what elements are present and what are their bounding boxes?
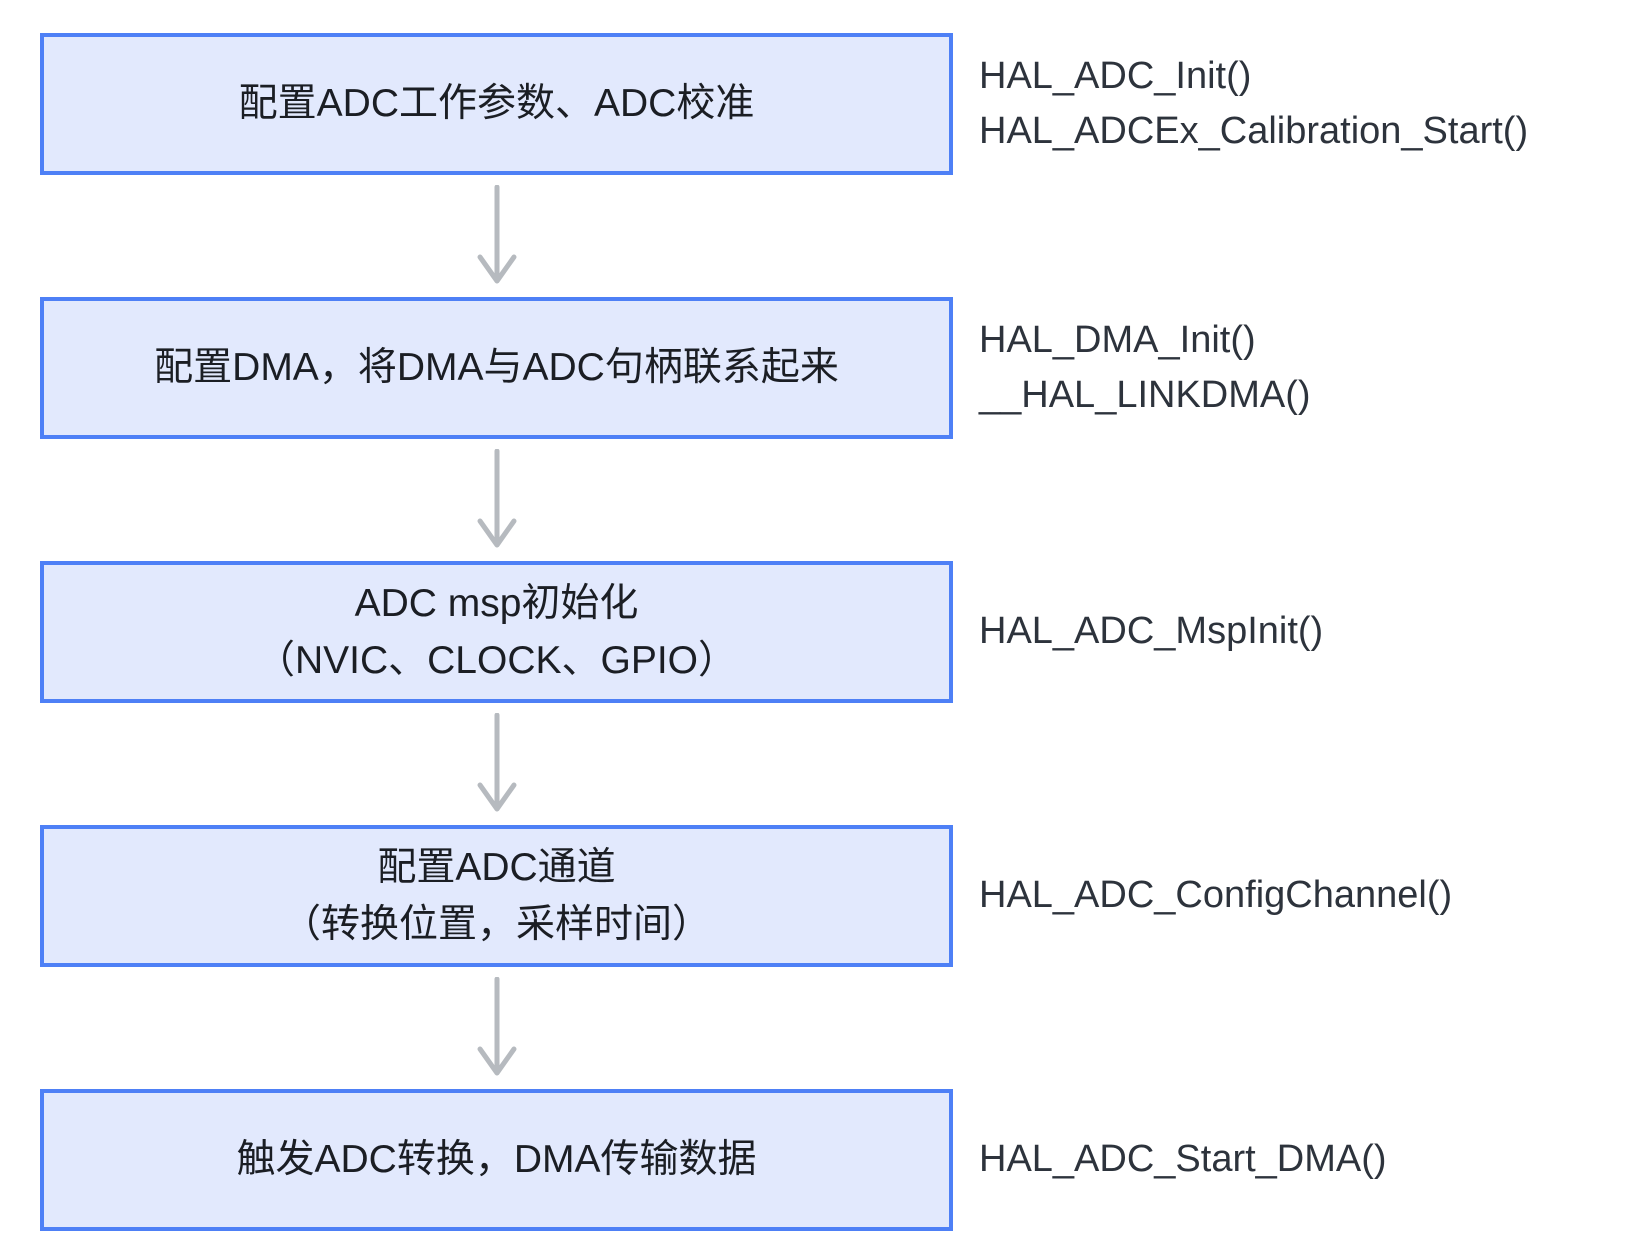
step-function-labels: HAL_ADC_Start_DMA() — [979, 1132, 1387, 1187]
adc-dma-flowchart: 配置ADC工作参数、ADC校准 HAL_ADC_Init() HAL_ADCEx_… — [40, 33, 1528, 1231]
flow-step: 配置ADC通道 （转换位置，采样时间） HAL_ADC_ConfigChannel… — [40, 825, 1528, 967]
step-box-line: 配置DMA，将DMA与ADC句柄联系起来 — [154, 346, 839, 390]
step-function-labels: HAL_DMA_Init() __HAL_LINKDMA() — [979, 313, 1311, 423]
hal-function-label: __HAL_LINKDMA() — [979, 374, 1311, 416]
step-box-line: （NVIC、CLOCK、GPIO） — [255, 639, 738, 682]
flow-arrow — [40, 967, 953, 1089]
step-box-line: 配置ADC工作参数、ADC校准 — [238, 82, 755, 126]
step-function-labels: HAL_ADC_ConfigChannel() — [979, 868, 1452, 923]
hal-function-label: HAL_ADC_Init() — [979, 54, 1252, 97]
flow-arrow — [40, 703, 953, 825]
hal-function-label: HAL_ADC_ConfigChannel() — [979, 874, 1453, 917]
flow-arrow — [40, 439, 953, 561]
step-box: 触发ADC转换，DMA传输数据 — [40, 1089, 953, 1231]
step-box: 配置DMA，将DMA与ADC句柄联系起来 — [40, 297, 953, 439]
hal-function-label: HAL_ADC_Start_DMA() — [979, 1138, 1387, 1181]
step-box-line: 配置ADC通道 — [377, 845, 616, 889]
step-box: ADC msp初始化 （NVIC、CLOCK、GPIO） — [40, 561, 953, 703]
hal-function-label: HAL_ADCEx_Calibration_Start() — [979, 110, 1529, 152]
down-arrow-icon — [477, 449, 516, 548]
flow-step: 触发ADC转换，DMA传输数据 HAL_ADC_Start_DMA() — [40, 1089, 1528, 1231]
step-box-line: 触发ADC转换，DMA传输数据 — [236, 1138, 757, 1182]
step-box-line: ADC msp初始化 — [354, 581, 639, 625]
step-function-labels: HAL_ADC_MspInit() — [979, 604, 1323, 659]
hal-function-label: HAL_DMA_Init() — [979, 318, 1256, 361]
step-box-line: （转换位置，采样时间） — [281, 903, 711, 946]
flow-arrow — [40, 175, 953, 297]
hal-function-label: HAL_ADC_MspInit() — [979, 610, 1324, 653]
step-box: 配置ADC工作参数、ADC校准 — [40, 33, 953, 175]
flow-step: ADC msp初始化 （NVIC、CLOCK、GPIO） HAL_ADC_MspI… — [40, 561, 1528, 703]
flow-step: 配置ADC工作参数、ADC校准 HAL_ADC_Init() HAL_ADCEx_… — [40, 33, 1528, 175]
flow-step: 配置DMA，将DMA与ADC句柄联系起来 HAL_DMA_Init() __HAL… — [40, 297, 1528, 439]
step-function-labels: HAL_ADC_Init() HAL_ADCEx_Calibration_Star… — [979, 49, 1528, 159]
step-box: 配置ADC通道 （转换位置，采样时间） — [40, 825, 953, 967]
down-arrow-icon — [477, 977, 516, 1076]
down-arrow-icon — [477, 713, 516, 812]
down-arrow-icon — [477, 185, 516, 284]
